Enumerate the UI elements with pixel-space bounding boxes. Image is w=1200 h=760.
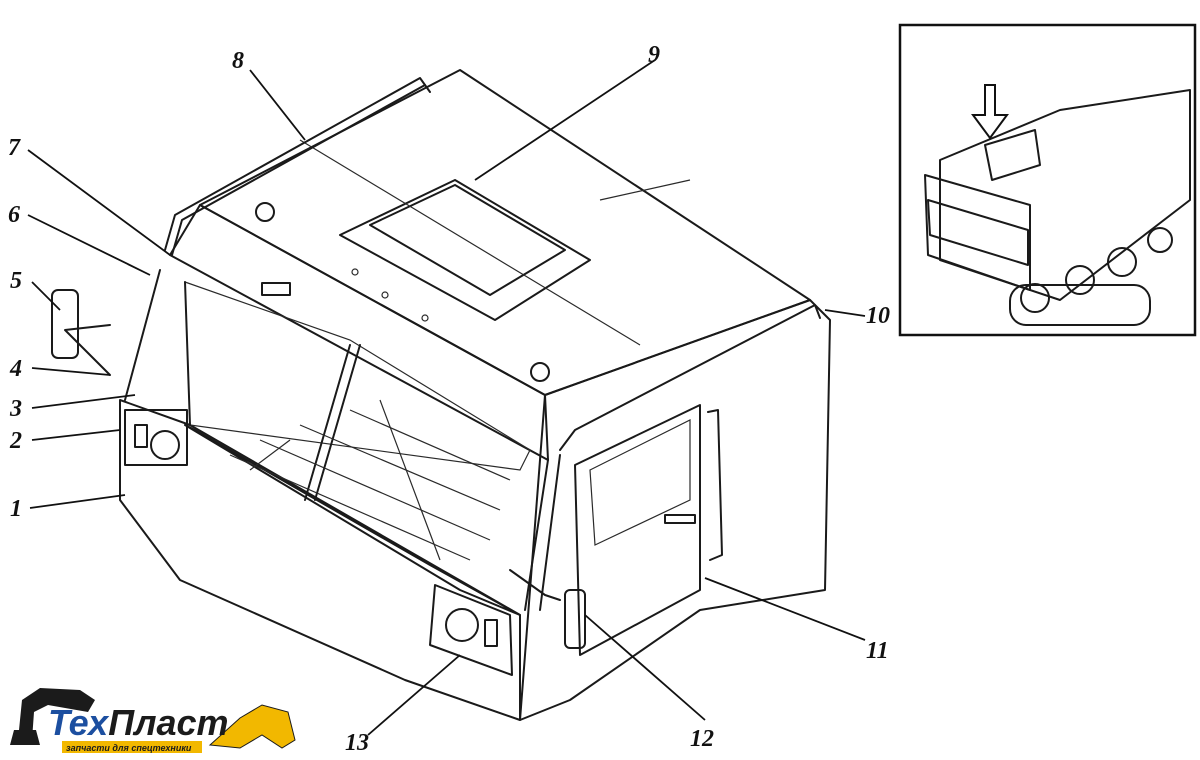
callout-9: 9 xyxy=(648,42,660,68)
logo-brand-prefix: Тех xyxy=(48,702,110,743)
svg-text:ТехПласт: ТехПласт xyxy=(48,702,229,743)
callout-labels: 1 2 3 4 5 6 7 8 9 10 11 12 13 xyxy=(8,42,890,756)
logo-tagline: запчасти для спецтехники xyxy=(66,743,192,753)
callout-7: 7 xyxy=(8,135,21,161)
inset-vehicle xyxy=(898,23,1197,337)
leader-lines xyxy=(27,59,866,736)
callout-3: 3 xyxy=(9,396,22,422)
callout-13: 13 xyxy=(345,730,369,756)
logo-excavator-left-icon xyxy=(18,688,95,740)
techplast-logo: ТехПласт запчасти для спецтехники xyxy=(10,688,296,753)
logo-brand-suffix: Пласт xyxy=(108,702,228,743)
callout-4: 4 xyxy=(9,356,22,382)
callout-8: 8 xyxy=(232,48,244,74)
cab-body xyxy=(51,69,831,721)
callout-10: 10 xyxy=(866,303,890,329)
callout-5: 5 xyxy=(10,268,22,294)
callout-1: 1 xyxy=(10,496,22,522)
callout-11: 11 xyxy=(866,638,889,664)
callout-12: 12 xyxy=(690,726,714,752)
callout-2: 2 xyxy=(9,428,22,454)
callout-6: 6 xyxy=(8,202,20,228)
logo-excavator-right-icon xyxy=(208,704,296,749)
